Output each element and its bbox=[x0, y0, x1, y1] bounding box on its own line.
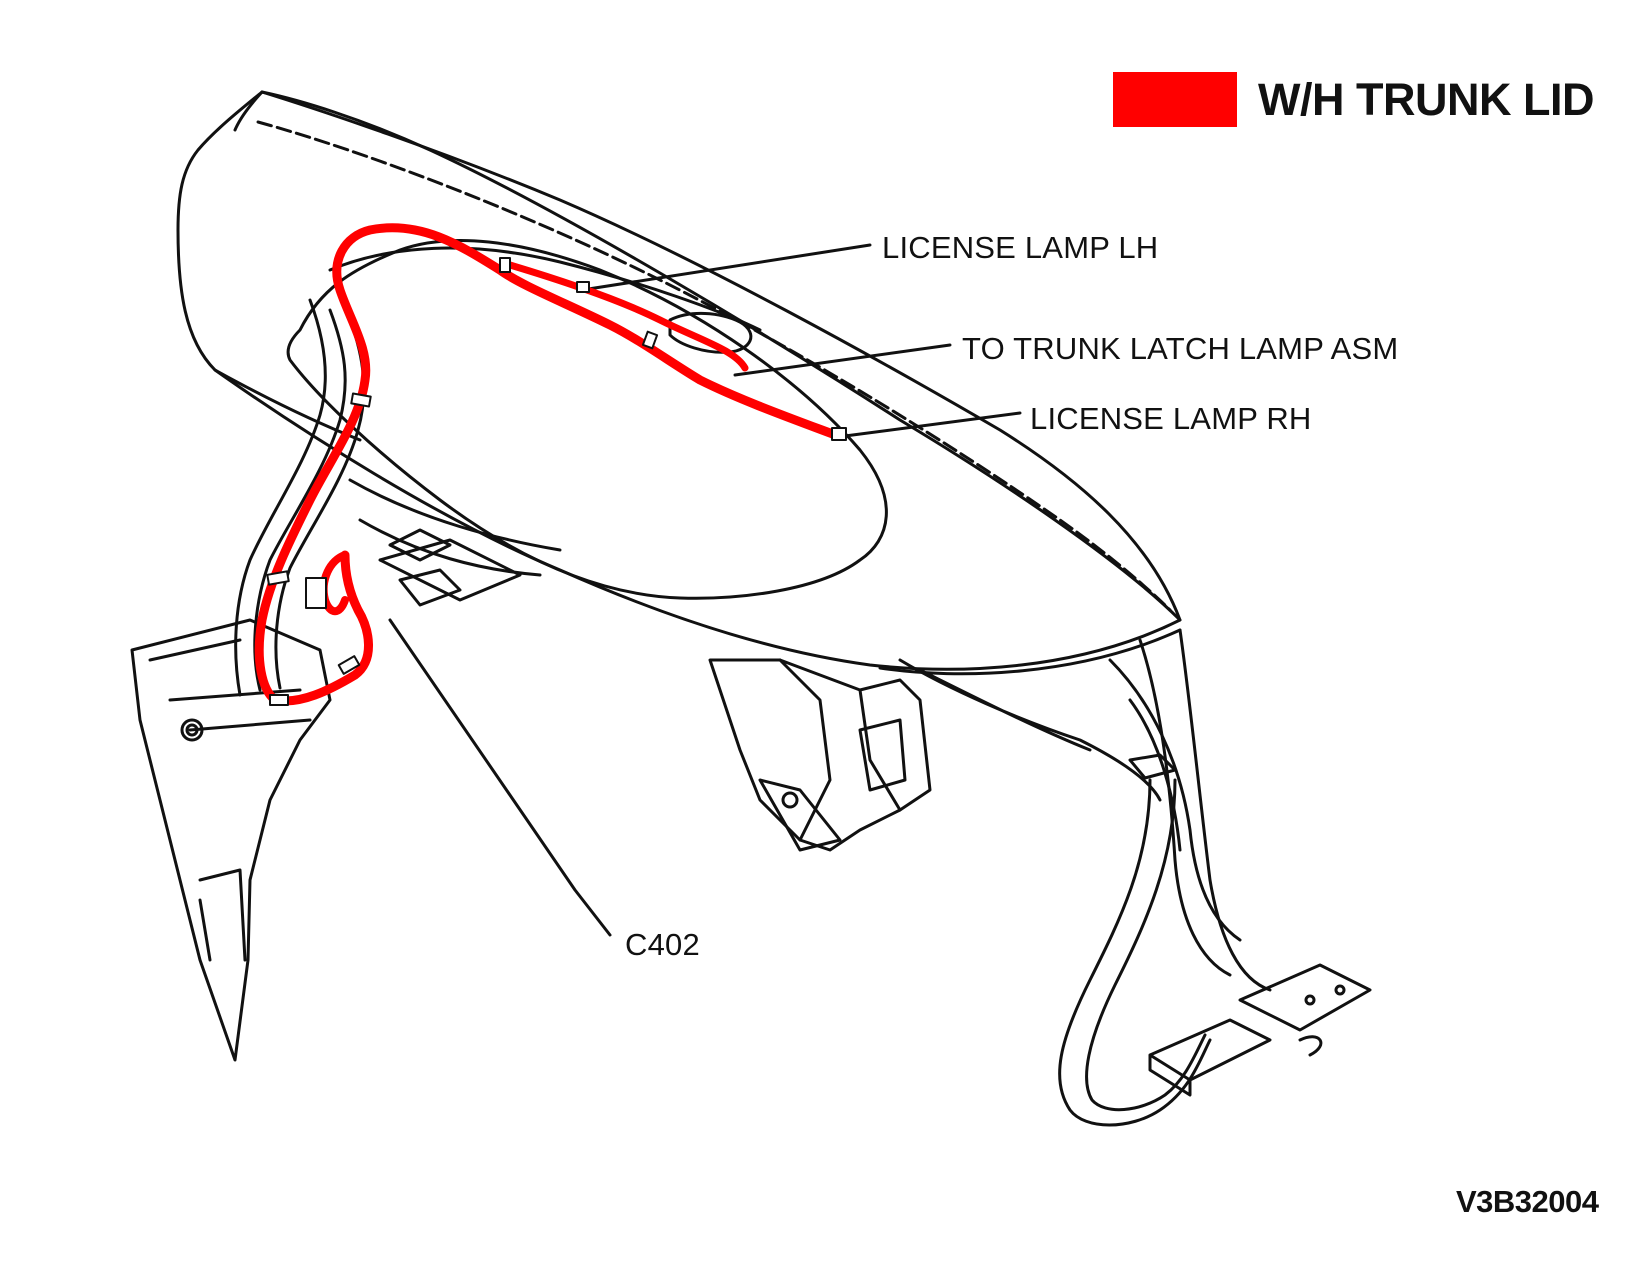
leader-trunk-latch-lamp bbox=[733, 343, 952, 377]
leader-license-lamp-rh bbox=[843, 411, 1022, 438]
right-hinge-strap-inner bbox=[1138, 638, 1232, 977]
recess-inner-line bbox=[328, 246, 762, 332]
legend-label: W/H TRUNK LID bbox=[1258, 74, 1594, 125]
license-lamp-lh-connector bbox=[576, 281, 590, 293]
right-side-panel bbox=[1108, 658, 1242, 942]
callout-license-lamp-lh: LICENSE LAMP LH bbox=[882, 230, 1159, 265]
figure-id: V3B32004 bbox=[1456, 1184, 1599, 1219]
center-gutter bbox=[348, 478, 562, 602]
license-lamp-rh-connector bbox=[831, 427, 847, 441]
trunk-lid-outer-panel bbox=[176, 90, 1182, 671]
harness-clip bbox=[266, 570, 290, 586]
right-gooseneck-hinge-inner bbox=[1085, 778, 1207, 1112]
harness-clip bbox=[337, 655, 361, 675]
left-inner-panel-detail bbox=[148, 638, 312, 962]
lid-crossbeam bbox=[898, 658, 1162, 802]
lid-edge-line bbox=[233, 90, 1182, 622]
callout-connector-c402: C402 bbox=[625, 927, 700, 962]
left-hinge-strap-outer bbox=[234, 298, 327, 697]
trunk-lid-harness bbox=[254, 223, 847, 706]
callout-license-lamp-rh: LICENSE LAMP RH bbox=[1030, 401, 1312, 436]
left-panel-hole bbox=[180, 718, 204, 742]
center-bracket bbox=[388, 528, 462, 607]
right-hinge-spring bbox=[1298, 1035, 1323, 1057]
harness-clip bbox=[350, 392, 372, 408]
license-plate-recess bbox=[286, 239, 888, 600]
harness-clip bbox=[499, 257, 511, 273]
leader-c402 bbox=[388, 618, 612, 937]
rear-body-box-detail bbox=[778, 658, 907, 842]
mount-plate-hole-2 bbox=[1334, 984, 1346, 996]
right-hinge-mount-plate bbox=[1238, 963, 1372, 1032]
right-hinge-strap-outer bbox=[1178, 628, 1272, 992]
left-panel-hole-inner bbox=[185, 723, 199, 737]
left-hinge-strap-edge bbox=[274, 318, 366, 690]
rear-body-box bbox=[708, 658, 932, 852]
right-hinge-box bbox=[1148, 1018, 1272, 1097]
left-inner-panel bbox=[130, 618, 332, 1062]
right-hinge-block bbox=[1128, 753, 1177, 780]
harness-clip bbox=[641, 330, 659, 350]
harness-clip bbox=[269, 694, 289, 706]
harness-latch-branch bbox=[506, 261, 749, 372]
rear-body-lower-tab bbox=[758, 778, 842, 852]
right-gooseneck-hinge bbox=[1058, 778, 1212, 1127]
c402-connector-body bbox=[305, 577, 327, 609]
legend-color-swatch bbox=[1113, 72, 1237, 127]
callout-trunk-latch-lamp: TO TRUNK LATCH LAMP ASM bbox=[962, 331, 1399, 366]
harness-main-run bbox=[254, 223, 843, 706]
leader-license-lamp-lh bbox=[580, 243, 872, 292]
left-hinge-strap bbox=[253, 308, 347, 692]
rear-body-hole bbox=[781, 791, 799, 809]
latch-bump bbox=[668, 311, 753, 354]
mount-plate-hole-1 bbox=[1304, 994, 1316, 1006]
lid-edge-line-inner bbox=[256, 120, 1172, 612]
